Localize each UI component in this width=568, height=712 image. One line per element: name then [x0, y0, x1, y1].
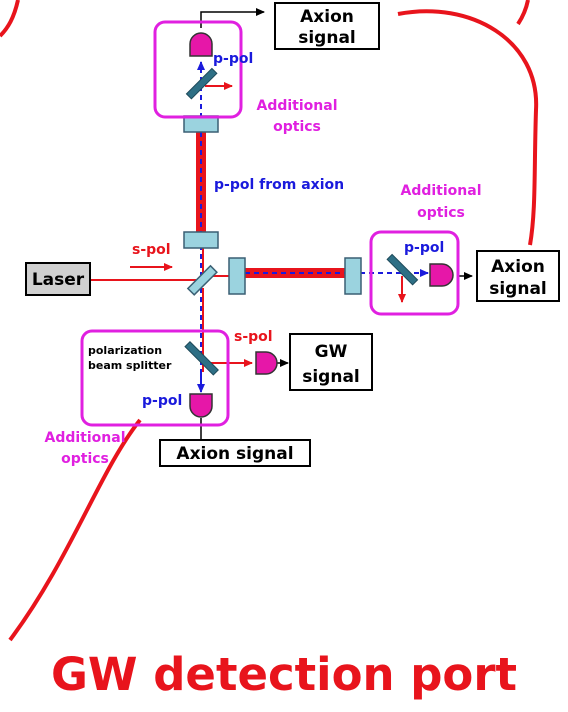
p-pol-right-label: p-pol [404, 240, 444, 256]
s-pol-input-label: s-pol [132, 242, 171, 258]
additional-optics-top-line1: Additional [257, 98, 338, 114]
additional-optics-bottom-line2: optics [61, 451, 109, 467]
beam-splitter [186, 264, 218, 296]
axion-signal-top-line1: Axion [300, 7, 354, 27]
additional-optics-right-line2: optics [417, 205, 465, 221]
gw-signal-line2: signal [302, 367, 360, 387]
gw-detection-port-caption: GW detection port [51, 648, 517, 701]
p-pol-from-axion-label: p-pol from axion [214, 177, 344, 193]
axion-signal-top-line2: signal [298, 28, 356, 48]
gw-signal-box [289, 333, 373, 391]
additional-optics-box-bottom [80, 329, 230, 427]
additional-optics-box-top [153, 20, 243, 119]
additional-optics-top-line2: optics [273, 119, 321, 135]
right-detector [429, 263, 454, 287]
callout-curve-left [8, 418, 142, 642]
pbs-mirror [184, 341, 219, 376]
additional-optics-bottom-line1: Additional [45, 430, 126, 446]
callout-curve-top-right [397, 9, 539, 246]
p-pol-bottom-label: p-pol [142, 393, 182, 409]
bottom-detector [189, 393, 213, 418]
p-pol-top-label: p-pol [213, 51, 253, 67]
axion-signal-box-right [476, 250, 560, 302]
callout-curve-right-top [516, 0, 530, 26]
pbs-label-line1: polarization [88, 344, 162, 357]
top-pickoff-mirror [185, 67, 218, 100]
axion-signal-right-line1: Axion [491, 257, 545, 277]
laser-label: Laser [32, 270, 85, 290]
top-detector [189, 32, 213, 57]
gw-detector [255, 351, 278, 375]
gw-signal-line1: GW [315, 342, 348, 362]
pbs-label-line2: beam splitter [88, 359, 172, 372]
laser-box [25, 262, 91, 296]
axion-signal-right-line2: signal [489, 279, 547, 299]
horizontal-arm-far-mirror [344, 257, 362, 295]
vertical-arm-far-mirror [183, 231, 219, 249]
callout-curve-top-left [0, 0, 20, 38]
axion-signal-bottom-label: Axion signal [176, 444, 293, 464]
axion-signal-box-bottom [159, 439, 311, 467]
additional-optics-box-right [369, 230, 460, 316]
top-detector-lead [200, 8, 265, 28]
horizontal-arm-near-mirror [228, 257, 246, 295]
right-pickoff-mirror [386, 253, 419, 286]
additional-optics-right-line1: Additional [401, 183, 482, 199]
axion-signal-box-top [274, 2, 380, 50]
s-pol-output-label: s-pol [234, 329, 273, 345]
